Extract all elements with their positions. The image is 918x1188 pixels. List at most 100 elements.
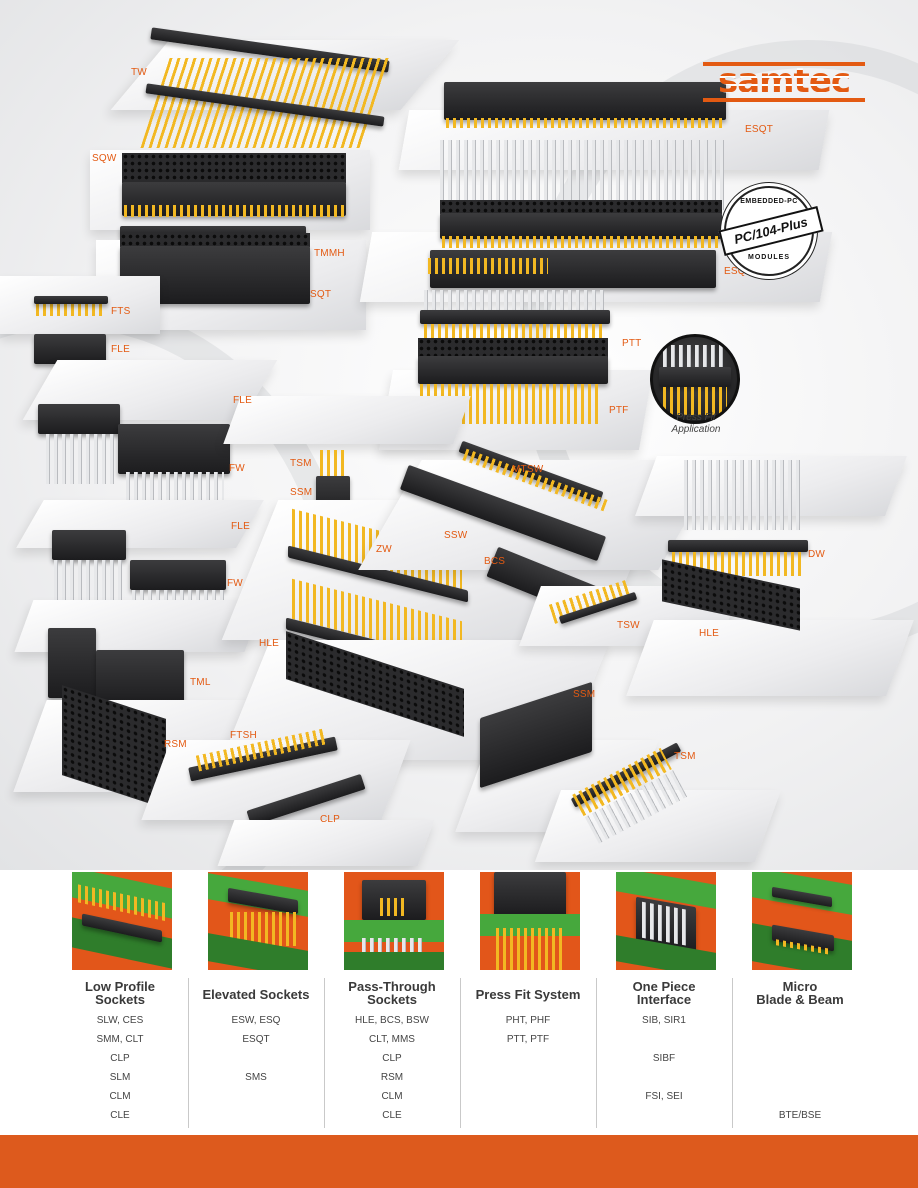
ptt-pins — [424, 290, 604, 312]
pc104-plus-seal: EMBEDDED-PC PC/104-Plus MODULES — [718, 186, 824, 276]
pin-image — [496, 928, 564, 970]
category-title-line: Sockets — [367, 992, 417, 1007]
part-number: SMM, CLT — [96, 1034, 144, 1045]
category-micro-blade-beam: Micro Blade & Beam BTE/BSE — [732, 870, 868, 1132]
category-title-line: Interface — [636, 992, 692, 1007]
category-title: Press Fit System — [460, 988, 596, 1001]
part-number: BTE/BSE — [778, 1110, 822, 1121]
esqt-tails — [440, 140, 724, 210]
press-fit-pins — [663, 387, 727, 415]
socket-image — [494, 872, 566, 916]
category-thumbnail — [480, 872, 580, 970]
label-rsm: RSM — [164, 739, 187, 750]
fw-pins — [54, 560, 124, 606]
label-fts: FTS — [111, 306, 131, 317]
label-hle: HLE — [699, 628, 720, 639]
label-tw: TW — [131, 67, 147, 78]
seal-top-text: EMBEDDED-PC — [740, 198, 798, 205]
board-plate — [626, 620, 914, 696]
press-fit-caption: Press Fit Application — [640, 412, 752, 436]
fts-connector — [34, 296, 108, 304]
samtec-logo: samtec — [703, 62, 865, 102]
fw-pins — [46, 434, 116, 484]
label-dw: DW — [808, 549, 826, 560]
sqw-pins — [124, 205, 344, 217]
column-divider — [188, 978, 189, 1128]
label-ftsh: FTSH — [230, 730, 257, 741]
label-fle: FLE — [111, 344, 130, 355]
ptt-connector — [420, 310, 610, 324]
part-number: SLW, CES — [96, 1015, 144, 1026]
column-divider — [324, 978, 325, 1128]
category-title: Micro Blade & Beam — [732, 980, 868, 1006]
connector-assembly-illustration: TW SQW TMMH SQT ESQT ESQT PTT PTF FTS FL… — [0, 0, 918, 870]
ptf-connector — [418, 338, 608, 358]
part-number: ESQT — [242, 1034, 270, 1045]
dw-connector — [668, 540, 808, 552]
esqt-connector — [444, 82, 726, 120]
label-bcs: BCS — [484, 556, 506, 567]
socket-categories: Low Profile Sockets SLW, CES SMM, CLT CL… — [52, 870, 866, 1132]
category-title: Low Profile Sockets — [52, 980, 188, 1006]
esqt-connector — [440, 213, 722, 239]
seal-main-text: PC/104-Plus — [718, 206, 824, 256]
label-hle: HLE — [259, 638, 280, 649]
label-ssw: SSW — [444, 530, 468, 541]
fw-connector — [118, 424, 230, 474]
pcb-image — [344, 952, 444, 970]
category-title: Elevated Sockets — [188, 988, 324, 1001]
sqw-connector — [122, 153, 346, 183]
label-esqt: ESQT — [745, 124, 774, 135]
seal-bottom-text: MODULES — [748, 254, 790, 261]
category-title-line: Low Profile — [84, 979, 156, 994]
label-ptt: PTT — [622, 338, 642, 349]
part-number: CLT, MMS — [369, 1034, 415, 1045]
part-number: PHT, PHF — [505, 1015, 551, 1026]
tml-connector — [96, 650, 184, 706]
press-fit-inset — [650, 334, 740, 424]
category-thumbnail — [72, 872, 172, 970]
label-mtsw: MTSW — [512, 464, 544, 475]
category-thumbnail — [616, 872, 716, 970]
label-fle: FLE — [233, 395, 252, 406]
part-number: CLM — [381, 1091, 403, 1102]
tsm-pins — [320, 450, 348, 480]
part-number: SIB, SIR1 — [642, 1015, 686, 1026]
board-plate — [223, 396, 471, 444]
logo-bar — [703, 98, 865, 102]
category-title-line: Press Fit System — [475, 987, 581, 1002]
part-number: PTT, PTF — [506, 1034, 550, 1045]
category-press-fit-system: Press Fit System PHT, PHF PTT, PTF — [460, 870, 596, 1132]
fw-connector — [38, 404, 120, 434]
label-tsm: TSM — [290, 458, 312, 469]
label-fle: FLE — [231, 521, 250, 532]
dw-pins — [684, 460, 804, 530]
label-fw: FW — [229, 463, 245, 474]
part-number: CLP — [382, 1053, 402, 1064]
category-elevated-sockets: Elevated Sockets ESW, ESQ ESQT SMS — [188, 870, 324, 1132]
category-thumbnail — [344, 872, 444, 970]
label-tmmh: TMMH — [314, 248, 345, 259]
label-ssm: SSM — [573, 689, 596, 700]
category-one-piece-interface: One Piece Interface SIB, SIR1 SIBF FSI, … — [596, 870, 732, 1132]
esqt-pins — [446, 118, 724, 128]
esqt-pins — [442, 236, 720, 248]
logo-bar — [703, 62, 865, 66]
category-title: Pass-Through Sockets — [324, 980, 460, 1006]
lead-image — [362, 938, 426, 954]
fw-connector — [130, 560, 226, 590]
press-fit-pins — [663, 345, 727, 367]
label-ptf: PTF — [609, 405, 629, 416]
part-number: CLP — [110, 1053, 130, 1064]
label-ssm: SSM — [290, 487, 313, 498]
column-divider — [732, 978, 733, 1128]
label-zw: ZW — [376, 544, 392, 555]
esqt-connector — [440, 200, 722, 214]
column-divider — [460, 978, 461, 1128]
label-esqt: ESQT — [724, 266, 753, 277]
part-number: CLM — [109, 1091, 131, 1102]
category-title-line: Blade & Beam — [756, 992, 844, 1007]
fle-connector — [52, 530, 126, 560]
category-low-profile-sockets: Low Profile Sockets SLW, CES SMM, CLT CL… — [52, 870, 188, 1132]
sqt-connector — [120, 233, 310, 247]
